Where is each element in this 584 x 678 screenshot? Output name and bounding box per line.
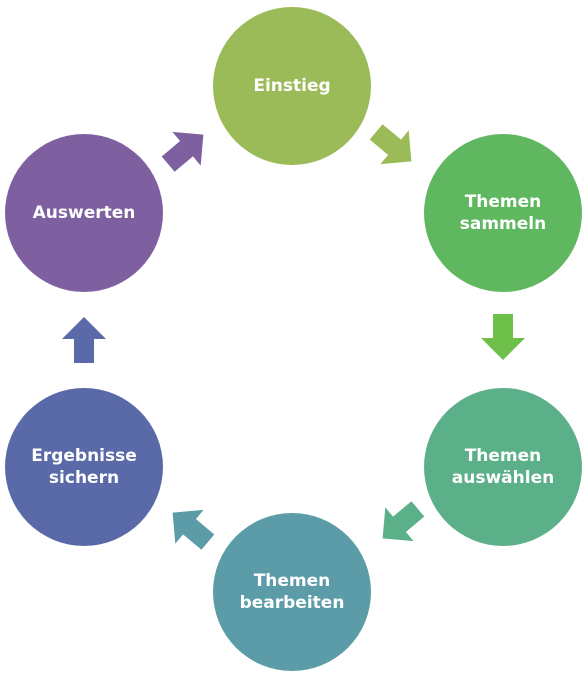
step-circle xyxy=(5,134,163,292)
step-label: sichern xyxy=(49,468,119,488)
nodes-layer: EinstiegThemensammelnThemenauswählenThem… xyxy=(5,7,582,671)
step-label: auswählen xyxy=(452,468,554,488)
step-label: Themen xyxy=(465,446,542,466)
arrow-shape xyxy=(172,509,215,550)
step-circle xyxy=(424,388,582,546)
step-circle xyxy=(213,513,371,671)
step-label: Themen xyxy=(465,192,542,212)
arrow-bearbeiten-to-sichern xyxy=(172,509,215,550)
arrow-shape xyxy=(62,317,106,363)
arrow-sichern-to-auswerten xyxy=(62,317,106,363)
step-circle xyxy=(5,388,163,546)
arrows-layer xyxy=(62,124,525,550)
step-circle xyxy=(424,134,582,292)
step-circle xyxy=(213,7,371,165)
step-label: Themen xyxy=(254,571,331,591)
arrow-einstieg-to-sammeln xyxy=(369,124,412,165)
arrow-shape xyxy=(161,131,204,172)
step-label: bearbeiten xyxy=(240,593,345,613)
step-label: Ergebnisse xyxy=(31,446,137,466)
arrow-shape xyxy=(382,501,425,542)
step-node-auswerten: Auswerten xyxy=(5,134,163,292)
step-label: Einstieg xyxy=(253,76,330,96)
arrow-shape xyxy=(481,314,525,360)
arrow-auswerten-to-einstieg xyxy=(161,131,204,172)
arrow-shape xyxy=(369,124,412,165)
step-label: sammeln xyxy=(460,214,546,234)
step-label: Auswerten xyxy=(33,203,136,223)
arrow-sammeln-to-auswaehlen xyxy=(481,314,525,360)
step-node-einstieg: Einstieg xyxy=(213,7,371,165)
arrow-auswaehlen-to-bearbeiten xyxy=(382,501,425,542)
